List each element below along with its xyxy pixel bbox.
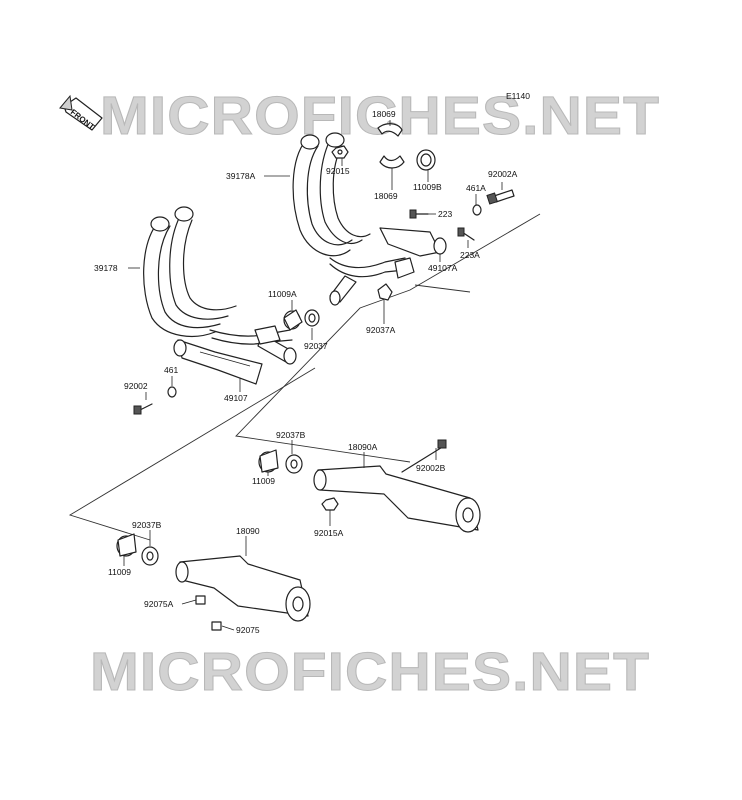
diagram-code: E1140 (506, 91, 530, 101)
label-92037B-lower: 92037B (132, 520, 162, 530)
label-18090A: 18090A (348, 442, 378, 452)
clamp-92037 (304, 309, 320, 327)
muffler-18090A (313, 439, 481, 533)
gasket-11009B (416, 149, 436, 171)
washer-461A (472, 204, 482, 216)
label-92075: 92075 (236, 625, 260, 635)
label-92002B: 92002B (416, 463, 446, 473)
bolt-223 (409, 209, 429, 219)
header-pipe-39178 (143, 206, 297, 365)
label-18069-top: 18069 (372, 109, 396, 119)
label-18090: 18090 (236, 526, 260, 536)
washer-461 (167, 386, 177, 398)
label-39178: 39178 (94, 263, 118, 273)
gasket-11009-lower (116, 533, 137, 557)
clamp-18069 (377, 123, 405, 169)
group-line-mid (414, 284, 471, 293)
label-461: 461 (164, 365, 178, 375)
label-11009-upper: 11009 (252, 476, 275, 486)
label-92075A: 92075A (144, 599, 174, 609)
heat-guard-49107 (173, 339, 263, 385)
front-arrow-icon: FRONT (59, 94, 103, 132)
watermark-top: MICROFICHES.NET (100, 86, 660, 146)
label-92037B-upper: 92037B (276, 430, 306, 440)
label-92037A: 92037A (366, 325, 396, 335)
label-223: 223 (438, 209, 452, 219)
leader-lines (123, 120, 503, 631)
bracket-92037A (377, 283, 393, 301)
clamp-92037B-upper (285, 454, 303, 474)
bolt-92002A (486, 189, 515, 205)
label-92015: 92015 (326, 166, 350, 176)
label-461A: 461A (466, 183, 486, 193)
label-39178A: 39178A (226, 171, 256, 181)
group-line-upper (235, 213, 541, 463)
header-pipe-39178A (292, 132, 447, 306)
bolt-92002 (133, 403, 153, 415)
label-92002A: 92002A (488, 169, 518, 179)
label-49107A: 49107A (428, 263, 458, 273)
label-49107: 49107 (224, 393, 248, 403)
gasket-11009-upper (258, 449, 279, 473)
muffler-18090 (175, 555, 311, 631)
gasket-11009A (283, 309, 303, 331)
label-11009A: 11009A (268, 289, 297, 299)
label-92037: 92037 (304, 341, 328, 351)
watermark-bottom: MICROFICHES.NET (90, 642, 650, 702)
label-11009-lower: 11009 (108, 567, 131, 577)
clamp-92037B-lower (141, 546, 159, 566)
group-line-lower (68, 367, 316, 541)
label-92015A: 92015A (314, 528, 344, 538)
label-92002: 92002 (124, 381, 148, 391)
label-11009B: 11009B (413, 182, 442, 192)
nut-92015 (331, 145, 349, 159)
label-18069-bottom: 18069 (374, 191, 398, 201)
label-223A: 223A (460, 250, 480, 260)
bolt-223A (457, 227, 475, 241)
